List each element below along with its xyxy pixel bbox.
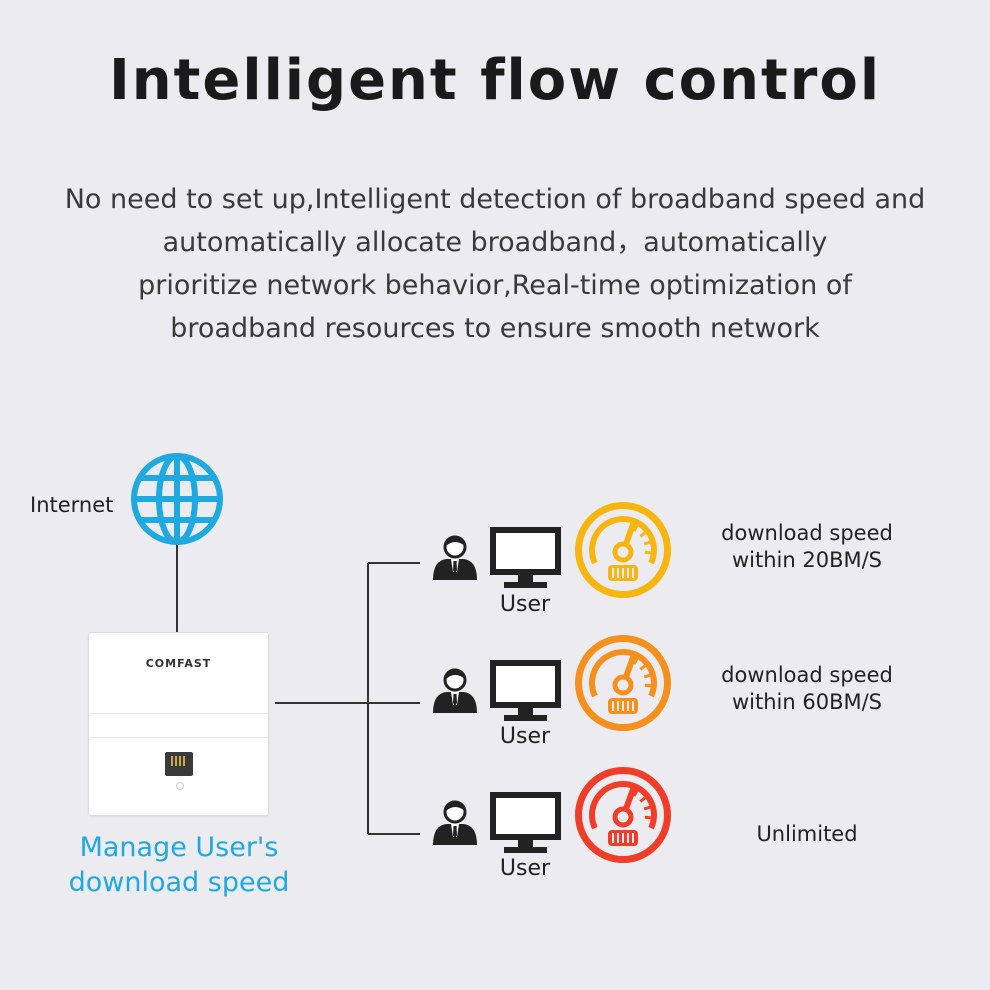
panel-seam: [89, 713, 268, 714]
gauge-tick: [632, 790, 639, 797]
gauge-tick: [644, 815, 652, 820]
gauge-hub: [612, 806, 634, 828]
person-icon: [433, 800, 477, 845]
monitor-icon: [490, 527, 561, 588]
gauge-tick: [632, 658, 639, 665]
panel-seam: [89, 737, 268, 738]
connector-lines: [176, 545, 420, 835]
speed-label-line: within 20BM/S: [731, 548, 883, 572]
gauge-base-slot: [632, 568, 634, 578]
person-icon: [433, 535, 477, 580]
internet-label: Internet: [30, 493, 114, 517]
gauge-base-slot: [612, 701, 614, 711]
gauge-base-slot: [612, 568, 614, 578]
gauge-base-slot: [632, 833, 634, 843]
gauge-base-slot: [622, 568, 624, 578]
ethernet-port-icon: [165, 752, 193, 776]
speed-label-line: download speed: [721, 663, 893, 687]
user-label: User: [499, 724, 551, 749]
gauge-tick: [643, 673, 651, 679]
brand-logo: COMFAST: [145, 657, 212, 670]
description-line: prioritize network behavior,Real-time op…: [138, 270, 852, 301]
person-icon: [433, 668, 477, 713]
gauge-base-slot: [617, 701, 619, 711]
gauge-tick: [644, 550, 652, 555]
gauge-tick: [639, 531, 646, 538]
speed-label-line: within 60BM/S: [731, 690, 883, 714]
gauge-base-slot: [627, 568, 629, 578]
description: No need to set up,Intelligent detection …: [0, 178, 990, 350]
user-row-2: [433, 635, 671, 731]
speed-label: download speed within 60BM/S: [687, 662, 927, 716]
speed-label: download speed within 20BM/S: [687, 520, 927, 574]
user-row-3: [433, 767, 671, 863]
gauge-arc: [589, 516, 657, 565]
gauge-arc: [589, 649, 657, 698]
gauge-base-slot: [612, 833, 614, 843]
speedometer-icon: [575, 767, 671, 863]
gauge-tick: [632, 525, 639, 532]
speedometer-icon: [575, 635, 671, 731]
gauge-base-slot: [622, 833, 624, 843]
user-row-1: [433, 502, 671, 598]
speedometer-icon: [575, 502, 671, 598]
gauge-base-slot: [617, 833, 619, 843]
gauge-tick: [643, 540, 651, 546]
status-led: [176, 782, 184, 790]
gauge-tick: [644, 683, 652, 688]
monitor-icon: [490, 660, 561, 721]
gauge-tick: [639, 796, 646, 803]
gauge-hub: [612, 541, 634, 563]
gauge-tick: [639, 664, 646, 671]
user-label: User: [499, 592, 551, 617]
description-line: broadband resources to ensure smooth net…: [170, 313, 820, 344]
speed-label-line: Unlimited: [756, 822, 858, 846]
gauge-hub: [612, 674, 634, 696]
gauge-tick: [643, 805, 651, 811]
gauge-base-slot: [627, 833, 629, 843]
gauge-base-slot: [622, 701, 624, 711]
gauge-base-slot: [632, 701, 634, 711]
globe-icon: [131, 453, 223, 545]
description-line: No need to set up,Intelligent detection …: [64, 184, 926, 215]
manage-caption: Manage User's download speed: [20, 830, 338, 900]
gauge-base-slot: [627, 701, 629, 711]
gauge-base-slot: [617, 568, 619, 578]
speed-label: Unlimited: [687, 821, 927, 848]
monitor-icon: [490, 792, 561, 853]
gauge-arc: [589, 781, 657, 830]
user-label: User: [499, 856, 551, 881]
description-line: automatically allocate broadband，automat…: [162, 227, 828, 258]
manage-caption-line: Manage User's: [79, 832, 279, 863]
wall-access-point: COMFAST: [88, 632, 269, 816]
manage-caption-line: download speed: [68, 867, 290, 898]
speed-label-line: download speed: [721, 521, 893, 545]
page-title: Intelligent flow control: [108, 48, 882, 113]
